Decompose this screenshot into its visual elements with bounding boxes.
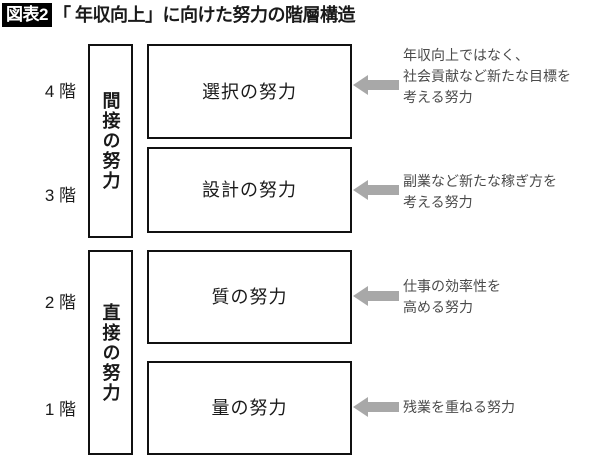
floor-label-1: 1 階 <box>44 400 76 419</box>
figure-number-badge: 図表2 <box>2 2 52 27</box>
annotation-quality: 仕事の効率性を 高める努力 <box>403 276 598 318</box>
annotation-selection-line-1: 年収向上ではなく、 <box>403 47 529 63</box>
annotation-selection: 年収向上ではなく、 社会貢献など新たな目標を 考える努力 <box>403 45 598 108</box>
effort-box-design: 設計の努力 <box>147 147 352 233</box>
annotation-design: 副業など新たな稼ぎ方を 考える努力 <box>403 171 598 213</box>
effort-box-quality: 質の努力 <box>147 250 352 344</box>
annotation-quantity: 残業を重ねる努力 <box>403 397 598 418</box>
group-label-indirect-effort: 間接の努力 <box>100 91 121 191</box>
floor-label-4: 4 階 <box>44 82 76 101</box>
chart-title: 図表2 「 年収向上」に向けた努力の階層構造 <box>2 2 356 27</box>
annotation-design-line-2: 考える努力 <box>403 194 473 210</box>
floor-label-3: 3 階 <box>44 186 76 205</box>
effort-label-design: 設計の努力 <box>202 180 297 200</box>
effort-label-quantity: 量の努力 <box>211 398 288 418</box>
annotation-design-line-1: 副業など新たな稼ぎ方を <box>403 173 557 189</box>
effort-label-quality: 質の努力 <box>211 287 288 307</box>
annotation-selection-line-3: 考える努力 <box>403 89 473 105</box>
annotation-quality-line-2: 高める努力 <box>403 299 473 315</box>
page-title: 「 年収向上」に向けた努力の階層構造 <box>52 4 356 25</box>
annotation-selection-line-2: 社会貢献など新たな目標を <box>403 68 571 84</box>
arrow-left-icon-selection <box>353 74 399 96</box>
group-box-indirect-effort: 間接の努力 <box>88 44 133 238</box>
group-label-direct-effort: 直接の努力 <box>100 302 121 403</box>
group-box-direct-effort: 直接の努力 <box>88 250 133 455</box>
effort-box-quantity: 量の努力 <box>147 361 352 455</box>
annotation-quality-line-1: 仕事の効率性を <box>403 278 501 294</box>
annotation-quantity-line-1: 残業を重ねる努力 <box>403 399 515 415</box>
arrow-left-icon-quality <box>353 285 399 307</box>
arrow-left-icon-design <box>353 179 399 201</box>
arrow-left-icon-quantity <box>353 396 399 418</box>
effort-box-selection: 選択の努力 <box>147 44 352 139</box>
effort-label-selection: 選択の努力 <box>202 81 297 102</box>
floor-label-2: 2 階 <box>44 293 76 312</box>
